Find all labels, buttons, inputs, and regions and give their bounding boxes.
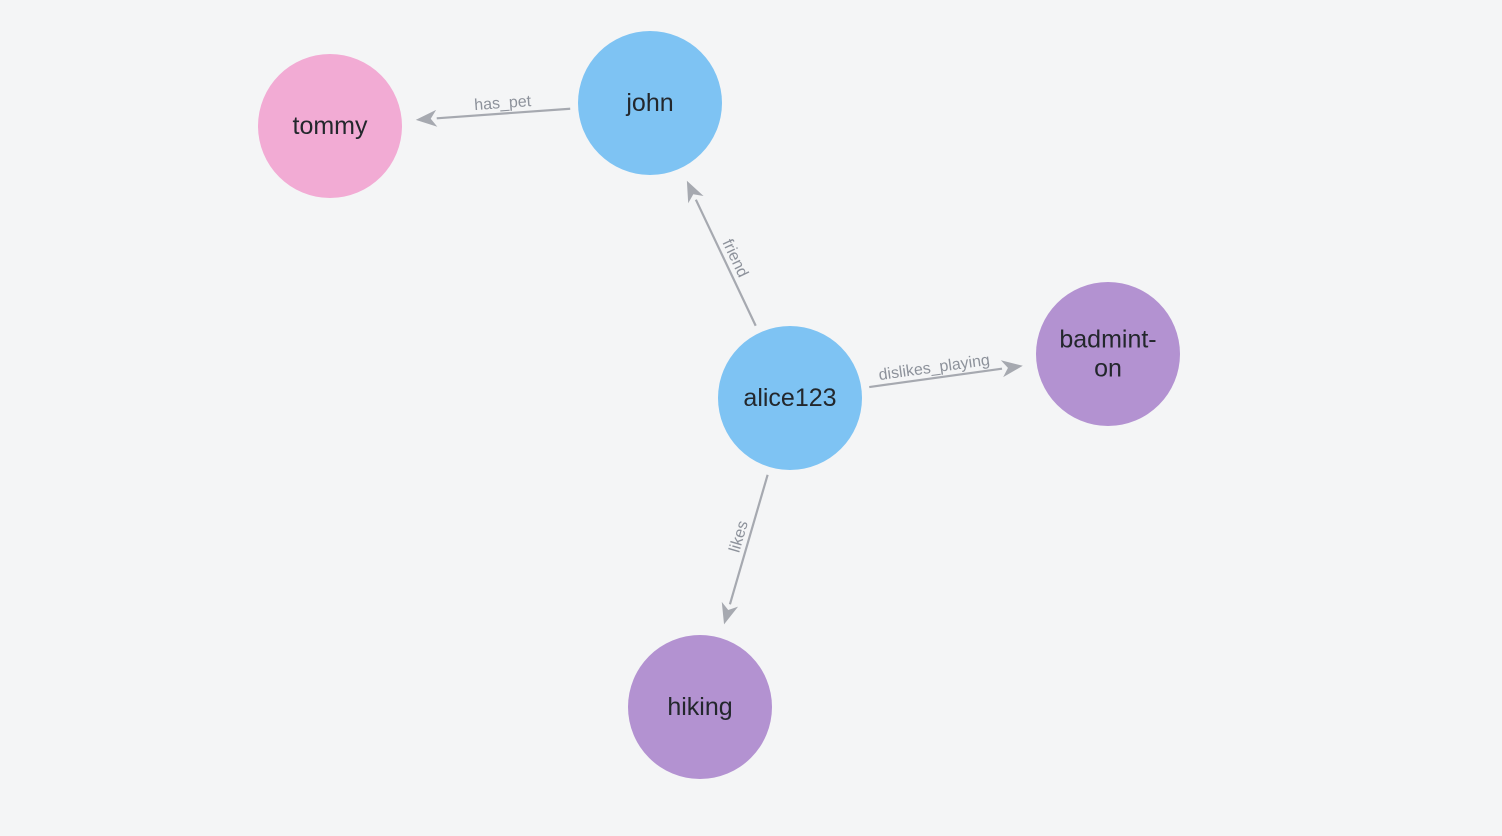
edge-line-friend[interactable] bbox=[694, 199, 757, 327]
node-label-tommy: tommy bbox=[293, 112, 369, 140]
arrowhead-icon bbox=[415, 109, 438, 127]
node-circle-alice123[interactable] bbox=[718, 326, 862, 470]
node-alice123[interactable]: alice123 bbox=[718, 326, 862, 470]
edge-has_pet[interactable]: has_pet bbox=[415, 93, 571, 127]
edge-friend[interactable]: friend bbox=[686, 180, 757, 327]
node-hiking[interactable]: hiking bbox=[628, 635, 772, 779]
edge-label-likes: likes bbox=[727, 519, 752, 554]
node-label-john: john bbox=[625, 89, 673, 117]
node-circle-hiking[interactable] bbox=[628, 635, 772, 779]
edge-dislikes_playing[interactable]: dislikes_playing bbox=[869, 352, 1023, 389]
node-circle-tommy[interactable] bbox=[258, 54, 402, 198]
edge-line-has_pet[interactable] bbox=[436, 107, 571, 120]
arrowhead-icon bbox=[1000, 360, 1023, 378]
arrowhead-icon bbox=[686, 180, 704, 204]
node-label-alice123: alice123 bbox=[743, 384, 836, 412]
node-label-badminton: badmint-on bbox=[1059, 326, 1156, 383]
edge-label-has_pet: has_pet bbox=[474, 93, 533, 114]
node-circle-badminton[interactable] bbox=[1036, 282, 1180, 426]
edge-line-likes[interactable] bbox=[728, 474, 769, 605]
node-john[interactable]: john bbox=[578, 31, 722, 175]
arrowhead-icon bbox=[721, 601, 739, 625]
node-badminton[interactable]: badmint-on bbox=[1036, 282, 1180, 426]
node-label-hiking: hiking bbox=[667, 693, 732, 721]
node-circle-john[interactable] bbox=[578, 31, 722, 175]
edge-likes[interactable]: likes bbox=[721, 474, 769, 625]
edge-label-dislikes_playing: dislikes_playing bbox=[878, 352, 991, 384]
edge-line-dislikes_playing[interactable] bbox=[869, 367, 1003, 389]
node-tommy[interactable]: tommy bbox=[258, 54, 402, 198]
